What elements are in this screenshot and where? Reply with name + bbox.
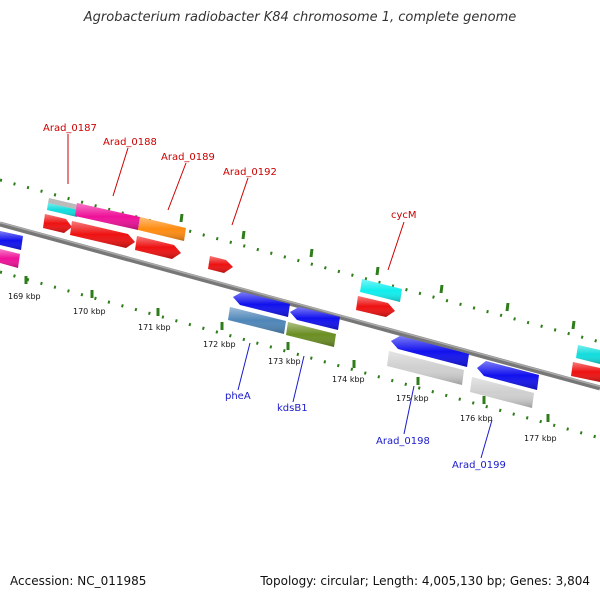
gene-kdsb1[interactable] [286, 322, 336, 347]
track-major-ticks [24, 213, 576, 422]
label-arad0199: Arad_0199 [452, 460, 506, 471]
scale-label-175: 175 kbp [396, 394, 429, 403]
gene-blue-1[interactable] [233, 292, 290, 317]
gene-blue-2[interactable] [290, 307, 340, 330]
gene-red-3[interactable] [135, 236, 181, 259]
gene-blue-3[interactable] [391, 336, 469, 367]
gene-arad0189[interactable] [138, 217, 186, 241]
gene-arad0198[interactable] [387, 351, 464, 385]
gene-left-magenta[interactable] [0, 249, 20, 268]
scale-label-177: 177 kbp [524, 434, 557, 443]
accession-label: Accession: NC_011985 [10, 574, 147, 588]
gene-right-red[interactable] [571, 362, 600, 382]
scale-label-176: 176 kbp [460, 414, 493, 423]
gene-left-blue[interactable] [0, 231, 23, 250]
gene-red-1[interactable] [43, 214, 72, 233]
label-arad0192: Arad_0192 [223, 167, 277, 178]
gene-blue-4[interactable] [477, 361, 539, 390]
scale-label-171: 171 kbp [138, 323, 171, 332]
label-arad0187: Arad_0187 [43, 123, 97, 134]
scale-label-169: 169 kbp [8, 292, 41, 301]
label-kdsb1: kdsB1 [277, 403, 308, 414]
scale-label-173: 173 kbp [268, 357, 301, 366]
gene-red-cycm[interactable] [356, 296, 395, 317]
genome-summary: Topology: circular; Length: 4,005,130 bp… [260, 574, 590, 588]
diagram-title: Agrobacterium radiobacter K84 chromosome… [83, 10, 517, 25]
bottom-leader-lines [237, 342, 493, 459]
chromosome-backbone [0, 221, 600, 391]
label-phea: pheA [225, 391, 251, 402]
scale-label-172: 172 kbp [203, 340, 236, 349]
top-leader-lines [67, 134, 405, 271]
gene-red-2[interactable] [70, 221, 135, 248]
scale-label-174: 174 kbp [332, 375, 365, 384]
label-arad0188: Arad_0188 [103, 137, 157, 148]
gene-phea[interactable] [228, 307, 286, 334]
label-arad0198: Arad_0198 [376, 436, 430, 447]
scale-label-170: 170 kbp [73, 307, 106, 316]
gene-cycm[interactable] [360, 279, 402, 302]
gene-arad0192[interactable] [208, 256, 233, 273]
inner-dotted-track [0, 270, 600, 440]
gene-arad0199[interactable] [470, 377, 534, 408]
label-arad0189: Arad_0189 [161, 152, 215, 163]
gene-arad0187[interactable] [47, 198, 79, 217]
gene-right-cyan[interactable] [576, 345, 600, 364]
gene-arad0188[interactable] [75, 203, 140, 230]
label-cycm: cycM [391, 210, 417, 221]
